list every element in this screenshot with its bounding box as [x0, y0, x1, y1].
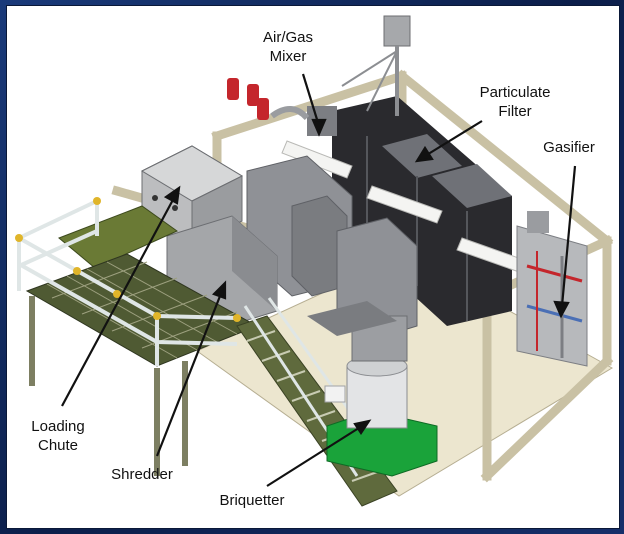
leader-shredder — [155, 290, 224, 457]
label-particulate-filter: Particulate Filter — [479, 84, 551, 120]
railing-joints — [15, 197, 241, 322]
gasifier-body — [516, 211, 588, 367]
leader-lines — [61, 73, 577, 487]
gasifier-plant-illustration — [15, 15, 614, 507]
filter-braces — [281, 140, 528, 274]
label-air-gas-mixer: Air/Gas Mixer — [262, 29, 313, 65]
red-valves — [227, 78, 269, 120]
leader-air-gas-mixer — [301, 73, 321, 127]
label-loading-chute: Loading Chute — [31, 418, 85, 454]
diagram-panel: Air/Gas Mixer Particulate Filter Gasifie… — [6, 5, 620, 529]
label-gasifier: Gasifier — [543, 139, 595, 156]
leader-briquetter — [266, 425, 363, 487]
air-gas-mixer-stack — [270, 15, 411, 136]
leader-gasifier — [560, 165, 577, 307]
feed-plate — [58, 205, 178, 269]
leader-particulate-filter — [424, 120, 483, 157]
leader-loading-chute — [61, 195, 176, 407]
label-briquetter: Briquetter — [219, 492, 285, 509]
briquetter-body — [307, 301, 438, 477]
label-shredder: Shredder — [111, 466, 173, 483]
loading-platform — [25, 253, 259, 476]
